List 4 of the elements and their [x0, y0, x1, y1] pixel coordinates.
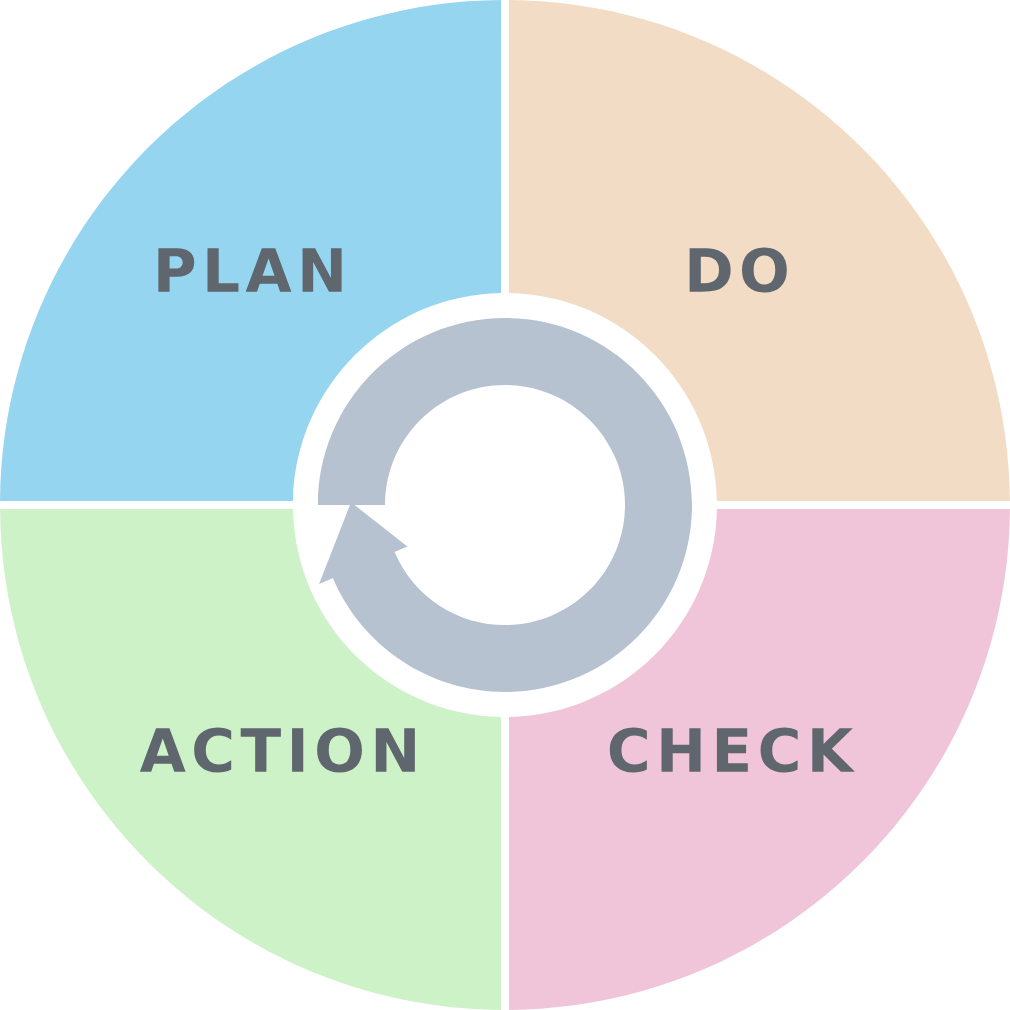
- quadrant-segment: CHECK: [508, 508, 1010, 1010]
- quadrant-segment: DO: [508, 0, 1010, 502]
- quadrant-segment: ACTION: [0, 508, 502, 1010]
- quadrant-segment: PLAN: [0, 0, 502, 502]
